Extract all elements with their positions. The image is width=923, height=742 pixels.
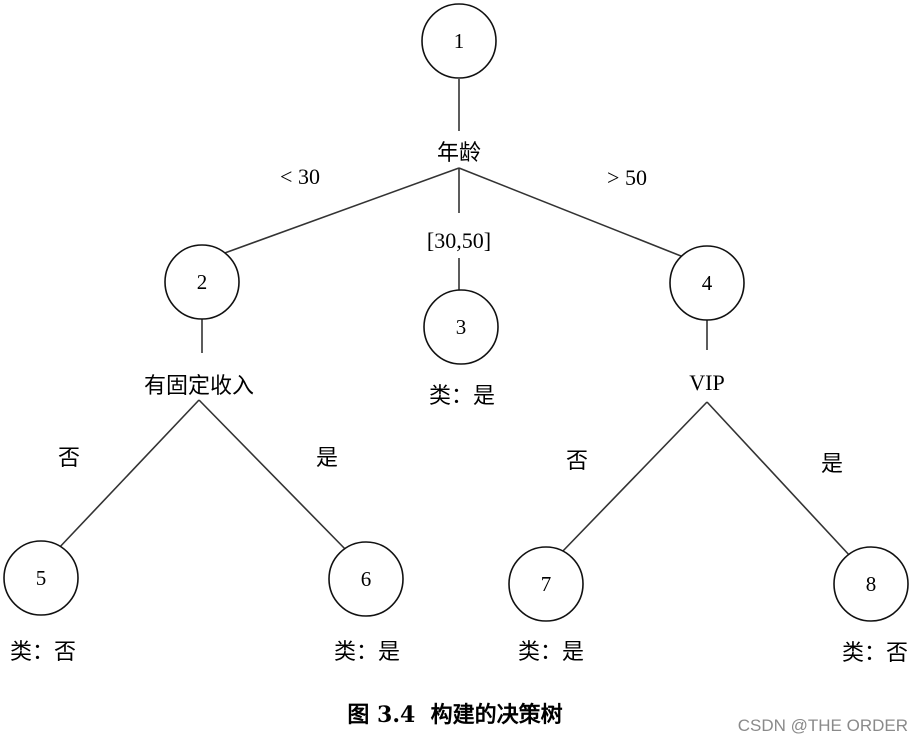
node-circle	[833, 546, 909, 622]
leaf-class-node7: 类：是	[518, 640, 584, 665]
node-id: 1	[454, 29, 465, 53]
branch-label-income-no: 否	[58, 446, 80, 471]
node-id: 8	[866, 572, 877, 596]
tree-edges	[56, 79, 852, 558]
edge-income-to-node5	[56, 399, 200, 551]
edge-age-to-node2	[221, 167, 460, 255]
node-id: 5	[36, 566, 47, 590]
node-circle	[328, 541, 404, 617]
tree-node-3: 3	[423, 289, 499, 365]
node-id: 2	[197, 270, 208, 294]
node-circle	[669, 245, 745, 321]
split-label-income: 有固定收入	[144, 374, 254, 399]
tree-node-6: 6	[328, 541, 404, 617]
edge-vip-to-node8	[706, 401, 852, 558]
tree-node-7: 7	[508, 546, 584, 622]
node-id: 4	[702, 271, 713, 295]
leaf-class-node6: 类：是	[334, 640, 400, 665]
tree-node-2: 2	[164, 244, 240, 320]
node-id: 3	[456, 315, 467, 339]
tree-node-5: 5	[3, 540, 79, 616]
leaf-class-node8: 类：否	[842, 641, 908, 666]
branch-label-income-yes: 是	[316, 446, 338, 471]
tree-node-1: 1	[421, 3, 497, 79]
node-circle	[421, 3, 497, 79]
split-label-vip: VIP	[689, 370, 724, 395]
node-circle	[508, 546, 584, 622]
figure-caption: 图 3.4 构建的决策树	[347, 702, 562, 728]
branch-label-age-lt-30: < 30	[280, 164, 320, 189]
tree-node-4: 4	[669, 245, 745, 321]
branch-label-age-30-50: [30,50]	[427, 228, 491, 253]
edge-age-to-node4	[458, 167, 687, 259]
leaf-class-node5: 类：否	[10, 640, 76, 665]
branch-label-vip-yes: 是	[821, 452, 843, 477]
branch-label-vip-no: 否	[566, 449, 588, 474]
edge-income-to-node6	[198, 399, 350, 554]
tree-node-8: 8	[833, 546, 909, 622]
edge-vip-to-node7	[560, 401, 708, 554]
leaf-class-node3: 类：是	[429, 384, 495, 409]
node-id: 6	[361, 567, 372, 591]
node-id: 7	[541, 572, 552, 596]
split-label-age: 年龄	[437, 141, 481, 166]
node-circle	[164, 244, 240, 320]
watermark: CSDN @THE ORDER	[738, 716, 908, 735]
branch-label-age-gt-50: > 50	[607, 165, 647, 190]
node-circle	[423, 289, 499, 365]
node-circle	[3, 540, 79, 616]
